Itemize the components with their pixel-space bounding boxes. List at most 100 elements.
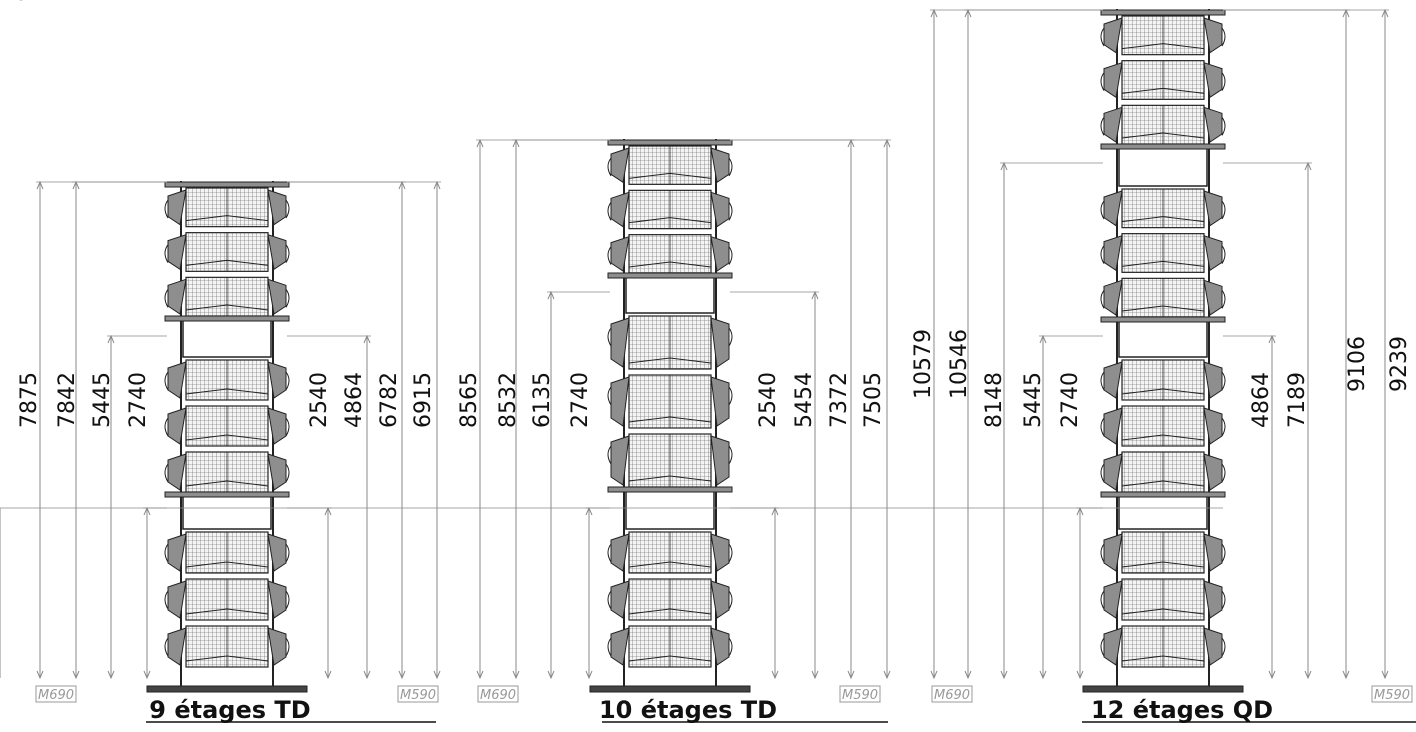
side-tray — [710, 580, 730, 619]
side-tray — [267, 278, 287, 315]
dim-arrow — [547, 670, 555, 680]
side-tray — [1203, 106, 1223, 143]
dim-arrow — [1304, 670, 1312, 680]
side-tray — [1203, 279, 1223, 316]
tray-lip — [1221, 117, 1226, 136]
side-tray — [710, 191, 730, 228]
dim-arrow — [1304, 161, 1312, 171]
dim-arrow — [1381, 8, 1389, 18]
side-tray — [1203, 407, 1223, 445]
dim-value-right: 2540 — [756, 372, 781, 428]
base-plate — [1082, 685, 1244, 693]
side-tray — [1203, 361, 1223, 399]
top-gutter — [607, 139, 733, 146]
dim-arrow — [143, 670, 151, 680]
tray-lip — [1221, 417, 1226, 437]
side-tray — [1103, 190, 1123, 227]
tray-lip — [164, 417, 169, 437]
side-tray — [1103, 361, 1123, 399]
dim-arrow — [1342, 8, 1350, 18]
tray-lip — [1100, 590, 1105, 610]
tray-lip — [285, 199, 290, 219]
walkway-gap — [182, 494, 272, 530]
dim-value-right: 9106 — [1345, 336, 1370, 392]
side-tray — [710, 376, 730, 427]
tray-lip — [285, 543, 290, 563]
tray-lip — [728, 445, 733, 465]
side-tray — [1203, 580, 1223, 619]
tray-lip — [1100, 72, 1105, 91]
dim-arrow — [433, 180, 441, 190]
side-tray — [1103, 61, 1123, 99]
dim-value-right: 2540 — [307, 372, 332, 428]
side-tray — [1103, 17, 1123, 54]
side-tray — [267, 580, 287, 619]
tray-lip — [164, 637, 169, 657]
top-gutter — [1100, 9, 1226, 16]
dim-arrow — [847, 138, 855, 148]
side-tray — [1103, 279, 1123, 316]
dim-arrow — [363, 334, 371, 344]
model-tag-right: M590 — [1374, 688, 1410, 703]
walkway-gap — [625, 275, 715, 314]
dim-arrow — [433, 670, 441, 680]
base-plate — [589, 685, 751, 693]
tray-lip — [1100, 371, 1105, 391]
tray-lip — [285, 371, 290, 391]
tray-lip — [607, 637, 612, 657]
dim-arrow — [1000, 670, 1008, 680]
side-tray — [1103, 106, 1123, 143]
dim-value-right: 4864 — [1249, 372, 1274, 428]
dim-arrow — [811, 670, 819, 680]
side-tray — [267, 453, 287, 491]
dim-arrow — [547, 290, 555, 300]
walkway-platform — [607, 486, 733, 493]
tray-lip — [1221, 245, 1226, 264]
dim-arrow — [1039, 670, 1047, 680]
tray-lip — [285, 637, 290, 657]
walkway-gap — [625, 489, 715, 530]
walkway-platform — [1100, 143, 1226, 150]
tray-lip — [1221, 463, 1226, 483]
dim-value-left: 7875 — [17, 372, 42, 428]
side-tray — [167, 189, 187, 226]
model-tag-box-right — [397, 685, 439, 703]
side-tray — [267, 361, 287, 399]
dim-arrow — [930, 670, 938, 680]
dim-arrow — [771, 670, 779, 680]
side-tray — [267, 233, 287, 271]
tray-lip — [1221, 200, 1226, 220]
side-tray — [610, 235, 630, 272]
dim-arrow — [1268, 670, 1276, 680]
dim-arrow — [1000, 161, 1008, 171]
side-tray — [167, 453, 187, 491]
tray-lip — [607, 327, 612, 347]
dim-value-right: 2540 — [0, 0, 28, 6]
tray-lip — [728, 637, 733, 657]
dim-value-right: 7505 — [861, 372, 886, 428]
dim-value-right: 6915 — [411, 372, 436, 428]
tray-lip — [607, 543, 612, 563]
walkway-platform — [164, 315, 290, 322]
side-tray — [710, 317, 730, 368]
dim-arrow — [1381, 670, 1389, 680]
dim-arrow — [883, 138, 891, 148]
walkway-gap — [1118, 146, 1208, 187]
side-tray — [1103, 453, 1123, 491]
tray-lip — [1100, 543, 1105, 563]
side-tray — [710, 627, 730, 666]
tray-lip — [607, 590, 612, 610]
side-tray — [710, 147, 730, 184]
tray-lip — [1221, 590, 1226, 610]
tray-lip — [607, 445, 612, 465]
model-tag-left: M690 — [38, 688, 74, 703]
side-tray — [610, 376, 630, 427]
tray-lip — [728, 246, 733, 265]
dim-arrow — [585, 670, 593, 680]
dim-arrow — [883, 670, 891, 680]
side-tray — [610, 627, 630, 666]
side-tray — [710, 435, 730, 486]
tray-lip — [1100, 117, 1105, 136]
dim-value-left: 7842 — [55, 372, 80, 428]
